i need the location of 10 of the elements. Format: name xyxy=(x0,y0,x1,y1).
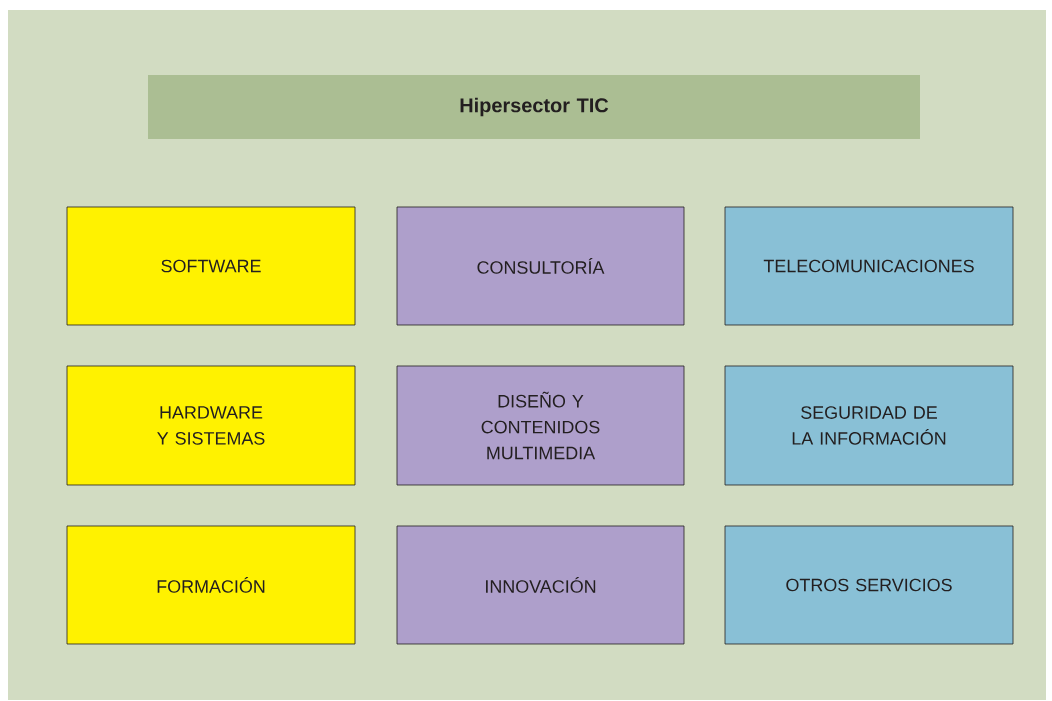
category-box: TELECOMUNICACIONES xyxy=(724,206,1014,326)
title-bar: Hipersector TIC xyxy=(148,75,920,139)
category-box: SEGURIDAD DE LA INFORMACIÓN xyxy=(724,365,1014,486)
category-box: FORMACIÓN xyxy=(66,525,356,645)
category-box: INNOVACIÓN xyxy=(396,525,685,645)
category-box: OTROS SERVICIOS xyxy=(724,525,1014,645)
category-box: SOFTWARE xyxy=(66,206,356,326)
category-box: CONSULTORÍA xyxy=(396,206,685,326)
category-box: HARDWARE Y SISTEMAS xyxy=(66,365,356,486)
category-box: DISEÑO Y CONTENIDOS MULTIMEDIA xyxy=(396,365,685,486)
